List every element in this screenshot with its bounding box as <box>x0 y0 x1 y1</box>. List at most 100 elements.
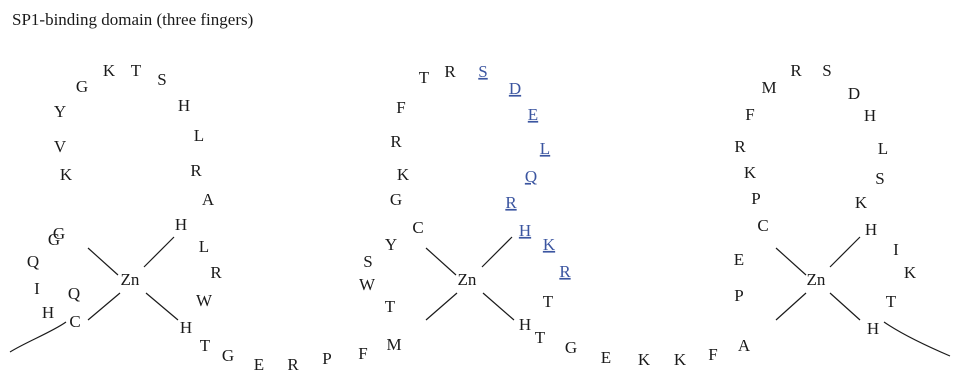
residue-linker-2-3-0: T <box>535 328 546 347</box>
coordination-bond-3-2 <box>829 236 861 268</box>
residue-finger-2-15: L <box>540 139 550 158</box>
residue-finger-1-5: Q <box>68 284 80 303</box>
residue-finger-2-5: M <box>386 335 401 354</box>
residue-finger-1-20: R <box>210 263 222 282</box>
residue-finger-1-6: G <box>53 224 65 243</box>
residue-finger-2-13: D <box>509 79 521 98</box>
diagram-title: SP1-binding domain (three fingers) <box>12 10 254 29</box>
residue-finger-1-14: H <box>178 96 190 115</box>
residue-finger-3-5: K <box>744 163 757 182</box>
coordination-bond-3-3 <box>775 292 807 321</box>
residue-finger-2-8: R <box>390 132 402 151</box>
residue-finger-2-17: R <box>505 193 517 212</box>
residue-linker-1-2-3: R <box>287 355 299 371</box>
residue-finger-2-2: Y <box>385 235 397 254</box>
zinc-ion-1: Zn <box>121 270 140 289</box>
residue-linker-1-2-4: P <box>322 349 331 368</box>
residue-finger-2-16: Q <box>525 167 537 186</box>
residue-finger-3-0: E <box>734 250 744 269</box>
residue-finger-2-20: R <box>559 262 571 281</box>
residue-finger-2-21: T <box>543 292 554 311</box>
residue-finger-1-0: Q <box>27 252 39 271</box>
residue-finger-3-9: R <box>790 61 802 80</box>
residue-finger-2-3: T <box>385 297 396 316</box>
residue-linker-2-3-4: K <box>674 350 687 369</box>
residue-finger-3-17: I <box>893 240 899 259</box>
residue-linker-1-2-0: T <box>200 336 211 355</box>
residue-finger-1-19: L <box>199 237 209 256</box>
residue-finger-1-13: S <box>157 70 166 89</box>
residue-finger-1-10: G <box>76 77 88 96</box>
residue-finger-1-17: A <box>202 190 215 209</box>
coordination-bond-2-2 <box>481 236 513 268</box>
residue-finger-2-1: W <box>359 275 376 294</box>
residue-finger-1-12: T <box>131 61 142 80</box>
residue-finger-1-15: L <box>194 126 204 145</box>
residue-linker-2-3-5: F <box>708 345 717 364</box>
residue-finger-3-18: K <box>904 263 917 282</box>
residue-linker-2-3-2: E <box>601 348 611 367</box>
residue-finger-2-12: S <box>478 62 487 81</box>
residue-finger-2-7: K <box>397 165 410 184</box>
residue-finger-2-10: T <box>419 68 430 87</box>
residue-finger-3-11: D <box>848 84 860 103</box>
coordination-bond-2-4 <box>482 292 515 321</box>
residue-finger-3-15: K <box>855 193 868 212</box>
residue-linker-1-2-5: F <box>358 344 367 363</box>
residue-finger-3-13: L <box>878 139 888 158</box>
residue-finger-1-22: H <box>180 318 192 337</box>
residue-finger-3-16: H <box>865 220 877 239</box>
coordination-bond-3-4 <box>829 292 861 321</box>
residue-finger-2-4: C <box>412 218 423 237</box>
residue-finger-1-8: V <box>54 137 67 156</box>
residue-finger-3-19: T <box>886 292 897 311</box>
residue-linker-1-2-1: G <box>222 346 234 365</box>
residue-finger-1-3: G <box>48 230 60 249</box>
residue-finger-2-11: R <box>444 62 456 81</box>
residue-finger-3-12: H <box>864 106 876 125</box>
coordination-bond-1-1 <box>87 247 119 276</box>
residue-finger-3-6: R <box>734 137 746 156</box>
residue-finger-1-21: W <box>196 291 213 310</box>
residue-finger-3-3: A <box>738 336 751 355</box>
residue-finger-2-19: K <box>543 235 556 254</box>
residue-finger-1-9: Y <box>54 102 66 121</box>
residue-finger-1-18: H <box>175 215 187 234</box>
residue-finger-2-6: G <box>390 190 402 209</box>
residue-finger-3-20: H <box>867 319 879 338</box>
residue-finger-1-4: C <box>69 312 80 331</box>
residue-finger-3-8: M <box>761 78 776 97</box>
residue-finger-1-2: H <box>42 303 54 322</box>
zinc-ion-2: Zn <box>458 270 477 289</box>
residue-finger-1-7: K <box>60 165 73 184</box>
coordination-bond-1-3 <box>87 292 121 321</box>
coordination-bond-2-1 <box>425 247 457 276</box>
residue-finger-3-7: F <box>745 105 754 124</box>
residue-finger-3-14: S <box>875 169 884 188</box>
residue-linker-2-3-1: G <box>565 338 577 357</box>
residue-finger-3-4: P <box>751 189 760 208</box>
residue-finger-2-0: S <box>363 252 372 271</box>
residue-linker-2-3-3: K <box>638 350 651 369</box>
residue-linker-1-2-2: E <box>254 355 264 371</box>
coordination-bond-1-2 <box>143 236 175 268</box>
residue-finger-2-9: F <box>396 98 405 117</box>
chain-left-tail <box>9 321 67 353</box>
chain-right-tail <box>883 321 951 357</box>
zinc-coordination-bonds <box>87 236 861 321</box>
residue-finger-3-2: C <box>757 216 768 235</box>
residue-finger-2-22: H <box>519 315 531 334</box>
residue-finger-1-11: K <box>103 61 116 80</box>
zinc-ion-3: Zn <box>807 270 826 289</box>
residue-finger-3-1: P <box>734 286 743 305</box>
coordination-bond-2-3 <box>425 292 458 321</box>
residue-finger-2-14: E <box>528 105 538 124</box>
coordination-bond-3-1 <box>775 247 807 276</box>
residue-finger-1-16: R <box>190 161 202 180</box>
coordination-bond-1-4 <box>145 292 179 321</box>
residue-finger-3-10: S <box>822 61 831 80</box>
residue-finger-2-18: H <box>519 221 531 240</box>
residue-finger-1-1: I <box>34 279 40 298</box>
